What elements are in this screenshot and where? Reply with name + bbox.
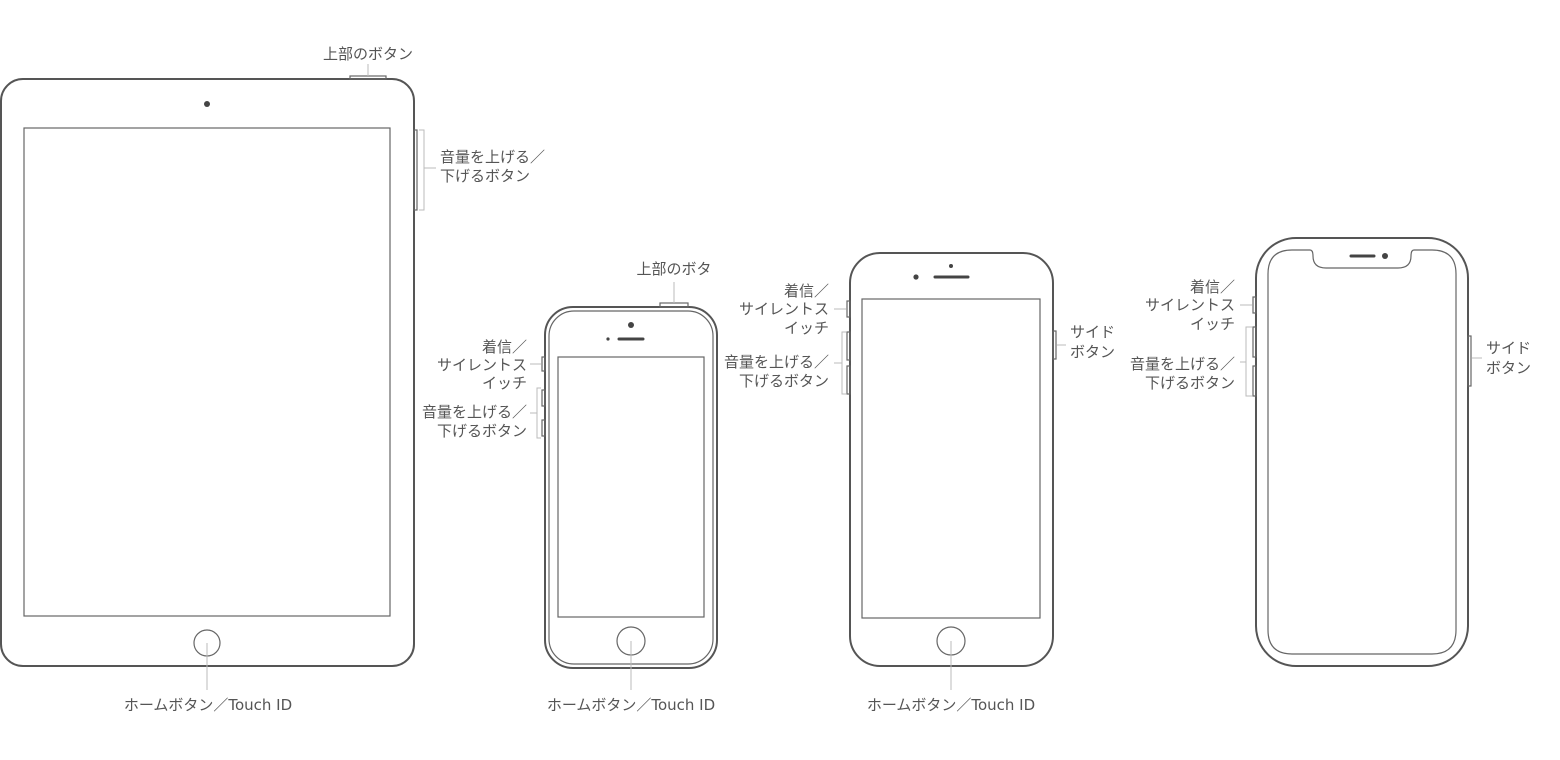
iphone-x-body (1255, 237, 1469, 667)
iphone-x-side-button[interactable] (1467, 335, 1472, 387)
iphone-x-ring-label-line3: イッチ (1190, 315, 1235, 333)
iphone-8-ring-label-line2: サイレントス (739, 300, 829, 318)
iphone-8-home-label: ホームボタン／Touch ID (867, 696, 1035, 714)
iphone-se-inner-band (548, 310, 714, 665)
ipad-volume-label-line2: 下げるボタン (440, 167, 530, 185)
ipad-top-button[interactable] (349, 75, 387, 80)
iphone-se-top-button-label: 上部のボタ (636, 260, 711, 278)
iphone-x-side-label-line2: ボタン (1486, 359, 1531, 377)
iphone-x-ring-label-line2: サイレントス (1145, 296, 1235, 314)
iphone-x-side-label-line1: サイド (1486, 339, 1531, 357)
iphone-se-volume-label-line2: 下げるボタン (437, 422, 527, 440)
iphone-8-volume-down[interactable] (846, 365, 851, 395)
iphone-x-volume-up[interactable] (1252, 326, 1257, 358)
iphone-8-device: 着信／ サイレントス イッチ 音量を上げる／ 下げるボタン サイド ボタン ホー… (724, 252, 1115, 714)
iphone-8-volume-up[interactable] (846, 331, 851, 361)
iphone-se-camera (628, 322, 634, 328)
ipad-volume-label-line1: 音量を上げる／ (440, 148, 545, 166)
iphone-8-screen (861, 298, 1041, 619)
iphone-se-home-label: ホームボタン／Touch ID (547, 696, 715, 714)
iphone-8-volume-label-line2: 下げるボタン (739, 372, 829, 390)
ipad-screen (23, 127, 391, 617)
iphone-8-side-label-line1: サイド (1070, 323, 1115, 341)
iphone-8-volume-label-line1: 音量を上げる／ (724, 353, 829, 371)
iphone-se-ring-label-line3: イッチ (482, 374, 527, 392)
iphone-se-body (544, 306, 718, 669)
iphone-x-screen (1267, 249, 1457, 655)
iphone-se-volume-down[interactable] (541, 419, 546, 437)
iphone-x-volume-label-line1: 音量を上げる／ (1130, 355, 1235, 373)
iphone-se-sensor (606, 337, 610, 341)
ipad-home-label: ホームボタン／Touch ID (124, 696, 292, 714)
iphone-x-device: 着信／ サイレントス イッチ 音量を上げる／ 下げるボタン サイド ボタン (1130, 237, 1531, 667)
iphone-se-volume-label-line1: 音量を上げる／ (422, 403, 527, 421)
ipad-volume-buttons[interactable] (413, 129, 418, 211)
iphone-se-ring-switch[interactable] (541, 356, 546, 372)
iphone-x-camera (1382, 253, 1388, 259)
iphone-8-side-label-line2: ボタン (1070, 343, 1115, 361)
iphone-8-ring-label-line1: 着信／ (784, 282, 829, 300)
iphone-8-body (849, 252, 1054, 667)
iphone-8-volume-leader (841, 331, 846, 395)
ipad-device: 上部のボタン 音量を上げる／ 下げるボタン ホームボタン／Touch ID (0, 45, 545, 714)
ipad-volume-leader (419, 129, 425, 211)
iphone-8-ring-label-line3: イッチ (784, 319, 829, 337)
iphone-x-ring-switch[interactable] (1252, 296, 1257, 314)
ipad-top-button-label: 上部のボタン (323, 45, 413, 63)
iphone-x-volume-label-line2: 下げるボタン (1145, 374, 1235, 392)
iphone-se-screen (557, 356, 705, 618)
iphone-x-ring-label-line1: 着信／ (1190, 278, 1235, 296)
iphone-se-device: 上部のボタ 着信／ サイレントス イッチ 音量を上げる／ 下げるボタン ホームボ… (422, 260, 718, 714)
iphone-8-side-button[interactable] (1052, 330, 1057, 360)
iphone-se-ring-label-line2: サイレントス (437, 356, 527, 374)
iphone-se-ring-label-line1: 着信／ (482, 338, 527, 356)
ipad-camera (204, 101, 210, 107)
iphone-se-volume-up[interactable] (541, 389, 546, 407)
ipad-body (0, 78, 415, 667)
iphone-x-volume-down[interactable] (1252, 365, 1257, 397)
iphone-8-sensor (913, 274, 919, 280)
iphone-x-volume-leader (1245, 326, 1252, 397)
iphone-8-camera (949, 264, 953, 268)
iphone-se-volume-leader (536, 387, 541, 439)
iphone-8-ring-switch[interactable] (846, 300, 851, 318)
